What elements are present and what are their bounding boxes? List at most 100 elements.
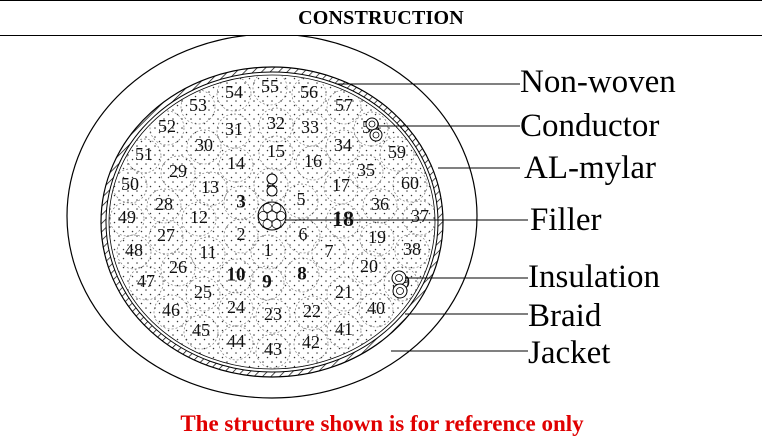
core-number-55: 55 xyxy=(261,76,279,96)
core-circle xyxy=(128,265,164,301)
page-title: CONSTRUCTION xyxy=(298,6,464,29)
core-circle xyxy=(326,276,362,312)
core-number-7: 7 xyxy=(325,241,334,261)
core-circle xyxy=(258,135,294,171)
core-circle xyxy=(353,111,389,147)
core-circle xyxy=(192,171,228,207)
cores-group: 1234567891011121314151617181920212223242… xyxy=(109,75,435,369)
label-jacket: Jacket xyxy=(528,335,610,371)
core-number-31: 31 xyxy=(225,119,243,139)
core-number-10: 10 xyxy=(227,264,246,285)
core-number-15: 15 xyxy=(267,141,285,161)
core-circle xyxy=(116,234,152,270)
core-circle xyxy=(149,110,185,146)
core-circle xyxy=(126,138,162,174)
core-number-38: 38 xyxy=(403,239,421,259)
core-circle xyxy=(255,333,291,369)
core-number-36: 36 xyxy=(371,194,389,214)
core-circle xyxy=(379,136,415,172)
core-number-60: 60 xyxy=(401,173,419,193)
core-number-54: 54 xyxy=(225,82,243,102)
core-number-18: 18 xyxy=(332,206,354,231)
label-filler: Filler xyxy=(530,202,602,238)
core-circle xyxy=(183,314,219,350)
core-circle xyxy=(223,218,259,254)
core-circle xyxy=(358,292,394,328)
core-number-57: 57 xyxy=(335,95,353,115)
core-circle xyxy=(293,326,329,362)
core-circle xyxy=(253,167,289,203)
core-number-25: 25 xyxy=(194,282,212,302)
core-number-28: 28 xyxy=(155,194,173,214)
core-number-27: 27 xyxy=(157,225,175,245)
core-circle xyxy=(326,89,362,125)
core-circle xyxy=(109,201,145,237)
core-circle xyxy=(359,221,395,257)
core-circle xyxy=(218,258,254,294)
core-circle xyxy=(218,325,254,361)
core-number-46: 46 xyxy=(162,300,180,320)
title-bar: CONSTRUCTION xyxy=(0,0,762,36)
core-number-51: 51 xyxy=(135,144,153,164)
core-circle xyxy=(392,167,428,203)
label-insulation: Insulation xyxy=(528,259,660,295)
core-number-6: 6 xyxy=(299,224,308,244)
core-number-2: 2 xyxy=(237,224,246,244)
core-number-14: 14 xyxy=(227,153,245,173)
core-number-5: 5 xyxy=(297,189,306,209)
core-number-48: 48 xyxy=(125,240,143,260)
conductor-detail xyxy=(365,117,383,142)
core-circle xyxy=(160,155,196,191)
core-number-41: 41 xyxy=(335,319,353,339)
footer: The structure shown is for reference onl… xyxy=(0,408,764,440)
core-number-32: 32 xyxy=(267,113,285,133)
core-number-1: 1 xyxy=(264,240,273,260)
cross-section-svg: 1234567891011121314151617181920212223242… xyxy=(66,33,676,399)
core-number-13: 13 xyxy=(201,177,219,197)
core-circle xyxy=(402,200,435,236)
core-number-56: 56 xyxy=(300,82,318,102)
core-number-53: 53 xyxy=(189,95,207,115)
core-number-20: 20 xyxy=(360,256,378,276)
core-circle xyxy=(311,235,347,271)
label-al-mylar: AL-mylar xyxy=(524,150,656,186)
core-circle xyxy=(218,147,254,183)
core-number-43: 43 xyxy=(264,339,282,359)
core-number-3: 3 xyxy=(236,191,246,212)
core-circle xyxy=(185,276,221,312)
core-number-40: 40 xyxy=(367,298,385,318)
core-circle xyxy=(326,313,362,349)
core-circle xyxy=(223,185,259,221)
core-circle xyxy=(284,257,320,293)
core-circle xyxy=(285,218,321,254)
core-circle xyxy=(325,203,361,239)
core-number-30: 30 xyxy=(195,135,213,155)
core-circle xyxy=(190,236,226,272)
core-circle xyxy=(283,183,319,219)
core-circle xyxy=(325,129,361,165)
core-number-35: 35 xyxy=(357,160,375,180)
core-circle xyxy=(249,265,285,301)
core-number-24: 24 xyxy=(227,297,245,317)
cable-cross-section-diagram: 1234567891011121314151617181920212223242… xyxy=(0,33,764,406)
core-number-49: 49 xyxy=(118,207,136,227)
insulation-detail xyxy=(391,270,408,299)
core-circle xyxy=(291,76,327,112)
core-circle xyxy=(218,291,254,327)
core-circle xyxy=(351,250,387,286)
core-number-19: 19 xyxy=(368,227,386,247)
core-circle xyxy=(255,298,291,334)
core-circle xyxy=(394,233,430,269)
core-number-22: 22 xyxy=(303,301,321,321)
core-circle xyxy=(383,266,419,302)
footer-note: The structure shown is for reference onl… xyxy=(180,411,584,436)
core-number-59: 59 xyxy=(388,142,406,162)
core-number-12: 12 xyxy=(190,207,208,227)
core-number-45: 45 xyxy=(192,320,210,340)
core-number-44: 44 xyxy=(227,331,245,351)
core-circle xyxy=(323,169,359,205)
core-number-52: 52 xyxy=(158,116,176,136)
core-number-29: 29 xyxy=(169,161,187,181)
core-circle xyxy=(258,107,294,143)
label-braid: Braid xyxy=(528,298,602,334)
